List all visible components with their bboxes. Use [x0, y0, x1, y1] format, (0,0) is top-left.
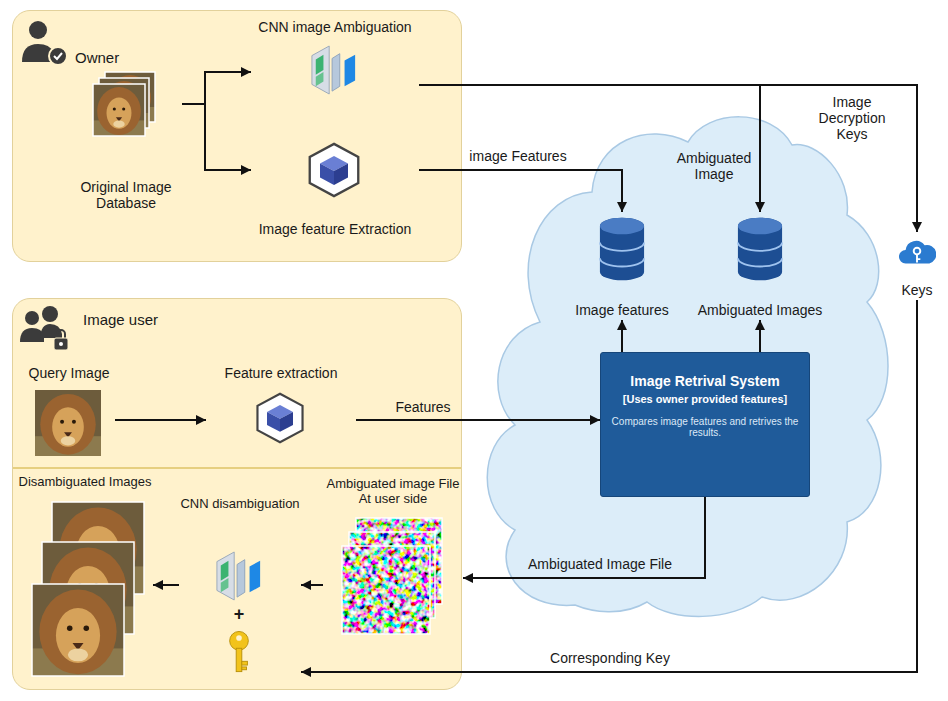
node-label: Image feature Extraction: [259, 221, 412, 237]
node-label: CNN image Ambiguation: [258, 19, 411, 35]
gold-key-icon: [230, 631, 249, 671]
arrow-connector: [419, 85, 917, 232]
owner-icon: [22, 21, 67, 65]
arrow-connector: [153, 584, 179, 586]
edge-label: Features: [390, 399, 456, 415]
arrow-connector: [182, 104, 251, 170]
node-label: Image features: [575, 302, 668, 318]
node-label: Keys: [901, 282, 932, 298]
database-icon: [600, 218, 644, 281]
edge-label: Corresponding Key: [546, 650, 674, 666]
arrow-connector: [419, 85, 760, 212]
edge-label: Ambiguated Image: [672, 150, 756, 182]
cube-icon: [257, 394, 302, 443]
arrow-connector: [463, 497, 705, 578]
edge-label: image Features: [466, 148, 570, 164]
arrow-connector: [115, 419, 206, 421]
node-label: Disambiguated Images: [19, 475, 152, 490]
key-cloud-icon: [899, 241, 936, 264]
node-label: Ambiguated image File At user side: [323, 477, 463, 507]
owner-panel: OwnerOriginal Image Database CNN image Am…: [12, 10, 462, 262]
node-label: Query Image: [29, 365, 110, 381]
arrow-connector: [301, 300, 917, 672]
ambiguated-noise-stack: [342, 518, 442, 634]
disambiguated-image-stack: [32, 502, 144, 676]
edge-label: Ambiguated Image File: [522, 556, 678, 572]
box-text: [Uses owner provided features]: [623, 393, 787, 406]
node-label: CNN disambiguation: [180, 497, 299, 512]
cloud-region: [487, 117, 888, 617]
node-label: Ambiguated Images: [698, 302, 823, 318]
process-box: Image Retrival System [Uses owner provide…: [600, 352, 810, 497]
edge-label: Image Decryption Keys: [812, 94, 892, 142]
arrow-connector: [621, 320, 623, 352]
plus-sign: +: [227, 604, 251, 625]
cnn-icon: [217, 552, 260, 600]
arrow-connector: [301, 584, 323, 586]
panel-divider: [13, 467, 461, 469]
panel-title: Image user: [83, 311, 158, 328]
cnn-icon: [312, 46, 355, 94]
database-icon: [738, 218, 782, 281]
user-icon: [20, 306, 68, 350]
arrow-connector: [356, 419, 600, 421]
query-image: [35, 390, 101, 456]
panel-title: Owner: [75, 49, 119, 66]
node-label: Feature extraction: [225, 365, 338, 381]
arrow-connector: [182, 72, 251, 104]
box-title: Image Retrival System: [630, 373, 779, 389]
original-image-stack: [93, 72, 155, 136]
cube-icon: [310, 144, 359, 196]
node-label: Original Image Database: [70, 179, 182, 211]
arrow-connector: [759, 320, 761, 352]
arrow-connector: [419, 170, 622, 212]
box-text: Compares image features and retrives the…: [611, 416, 799, 439]
